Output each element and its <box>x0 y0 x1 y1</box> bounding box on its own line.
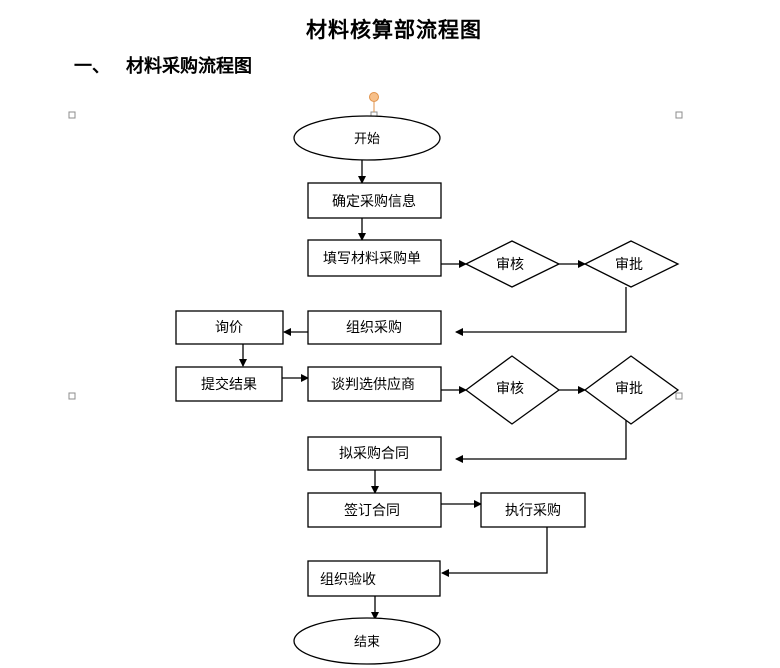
node-confirm-info[interactable]: 确定采购信息 <box>307 182 442 219</box>
node-inquiry[interactable]: 询价 <box>175 310 284 345</box>
node-label: 拟采购合同 <box>339 446 409 462</box>
node-start[interactable]: 开始 <box>293 115 441 161</box>
node-organize-acceptance[interactable]: 组织验收 <box>307 560 441 597</box>
edge-approve2-to-draft[interactable] <box>455 413 627 463</box>
section-number: 一、 <box>74 56 110 77</box>
process-box <box>480 492 586 528</box>
node-label: 结束 <box>354 635 380 650</box>
process-box <box>175 310 284 345</box>
start-terminator-shape <box>293 115 441 161</box>
edges <box>239 160 627 620</box>
edge-execute-to-acceptance[interactable] <box>441 527 548 577</box>
decision-diamond <box>464 355 561 425</box>
decision-diamond <box>583 240 680 288</box>
node-label: 执行采购 <box>505 503 561 519</box>
process-box <box>307 366 442 402</box>
node-submit-results[interactable]: 提交结果 <box>175 366 283 402</box>
node-sign-contract[interactable]: 签订合同 <box>307 492 442 528</box>
node-review-1[interactable]: 审核 <box>464 240 561 288</box>
end-terminator-shape <box>293 617 441 665</box>
node-label: 审批 <box>615 257 643 273</box>
node-execute-purchase[interactable]: 执行采购 <box>480 492 586 528</box>
node-negotiate-supplier[interactable]: 谈判选供应商 <box>307 366 442 402</box>
decision-diamond <box>464 240 561 288</box>
edge-approve1-to-organize[interactable] <box>455 287 627 336</box>
process-box <box>307 492 442 528</box>
node-label: 审核 <box>496 381 524 397</box>
node-end[interactable]: 结束 <box>293 617 441 665</box>
node-label: 组织采购 <box>346 320 402 336</box>
document-title: 材料核算部流程图 <box>306 17 482 42</box>
node-label: 组织验收 <box>320 572 376 588</box>
selection-handle-middle-left[interactable] <box>68 392 76 400</box>
rotation-handle[interactable] <box>369 92 379 102</box>
node-fill-form[interactable]: 填写材料采购单 <box>307 239 442 277</box>
node-label: 签订合同 <box>344 502 400 519</box>
process-box <box>307 182 442 219</box>
selection-handle-top-left[interactable] <box>68 111 76 119</box>
node-approve-2[interactable]: 审批 <box>583 355 680 425</box>
decision-diamond <box>583 355 680 425</box>
node-label: 询价 <box>215 320 243 336</box>
process-box <box>307 310 442 345</box>
node-approve-1[interactable]: 审批 <box>583 240 680 288</box>
selection-handle-shape[interactable] <box>675 392 683 400</box>
node-label: 填写材料采购单 <box>323 251 421 267</box>
node-label: 谈判选供应商 <box>331 376 415 393</box>
section-heading: 一、材料采购流程图 <box>74 52 252 78</box>
node-draft-contract[interactable]: 拟采购合同 <box>307 436 442 471</box>
process-box <box>307 560 441 597</box>
section-title: 材料采购流程图 <box>126 56 252 77</box>
node-label: 提交结果 <box>201 376 257 393</box>
process-box <box>175 366 283 402</box>
node-label: 审批 <box>615 381 643 397</box>
process-box <box>307 436 442 471</box>
node-review-2[interactable]: 审核 <box>464 355 561 425</box>
selection-handle-top-right[interactable] <box>675 111 683 119</box>
node-organize-purchase[interactable]: 组织采购 <box>307 310 442 345</box>
process-box <box>307 239 442 277</box>
node-label: 开始 <box>354 132 380 147</box>
node-label: 确定采购信息 <box>332 193 416 210</box>
node-label: 审核 <box>496 257 524 273</box>
